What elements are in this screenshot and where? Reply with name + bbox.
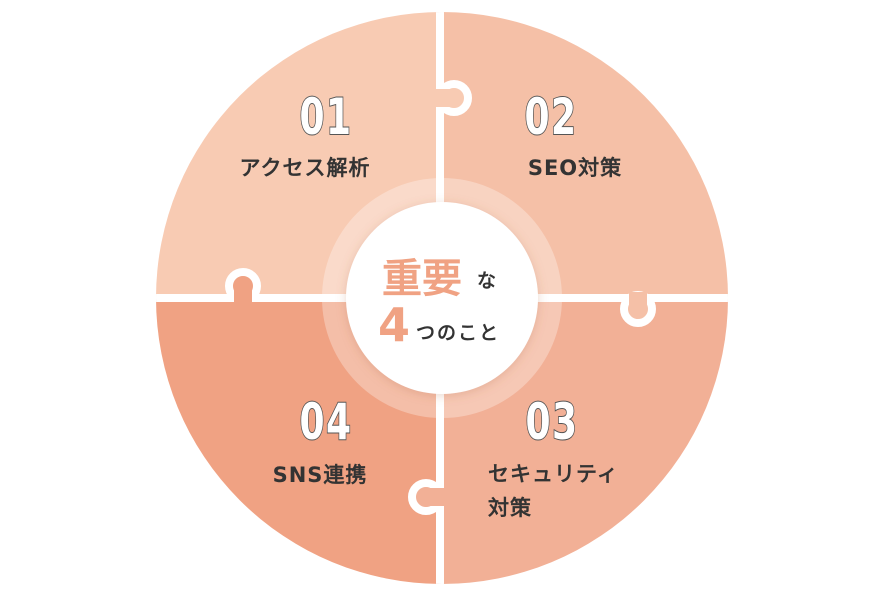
piece-number: 04 [299,393,353,451]
piece-label: アクセス解析 [239,156,371,180]
center-title: 重要 [382,256,462,302]
puzzle-knob-joint [428,488,446,506]
piece-number: 01 [299,88,353,146]
piece-label: 対策 [488,496,532,520]
piece-label: SEO対策 [527,156,623,180]
center-title-particle: な [477,270,497,292]
piece-label: セキュリティ [488,462,619,486]
center-circle [346,202,538,394]
piece-number: 03 [525,393,579,451]
center-count: 4 [378,298,411,352]
puzzle-knob-joint [629,292,647,308]
puzzle-knob-joint [234,288,252,304]
center-count-suffix: つのこと [416,322,501,344]
puzzle-knob-joint [432,89,452,107]
piece-label: SNS連携 [272,463,368,487]
piece-number: 02 [524,88,578,146]
